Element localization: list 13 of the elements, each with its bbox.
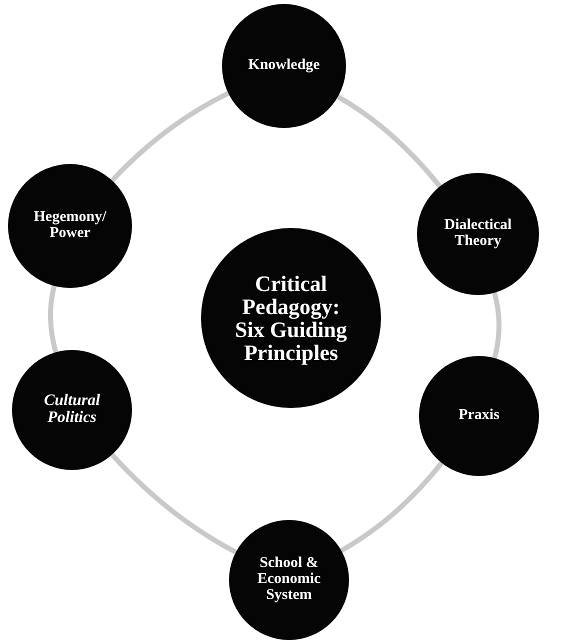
- ring-connector: [110, 90, 230, 182]
- principle-label: Dialectical Theory: [443, 218, 513, 250]
- principle-label: Cultural Politics: [42, 393, 102, 427]
- ring-connector: [492, 292, 502, 359]
- ring-connector: [110, 452, 238, 554]
- ring-connector: [48, 285, 58, 353]
- ring-connector: [340, 461, 444, 553]
- principle-label: School & Economic System: [256, 556, 322, 604]
- principle-label: Knowledge: [248, 58, 320, 74]
- center-title: Critical Pedagogy: Six Guiding Principles: [234, 272, 348, 364]
- ring-connector: [336, 94, 442, 188]
- principle-label: Hegemony/ Power: [32, 210, 108, 242]
- principle-label: Praxis: [458, 408, 500, 424]
